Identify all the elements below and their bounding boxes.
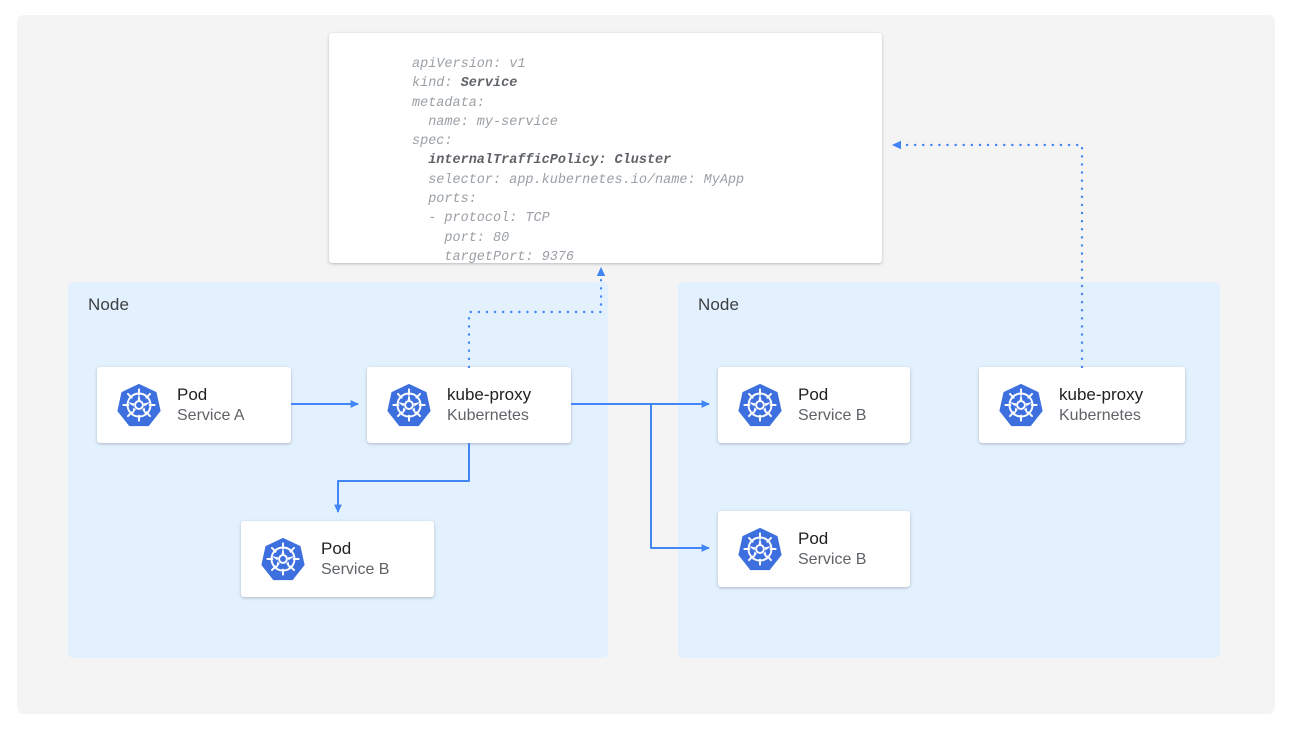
kubernetes-logo-icon <box>260 536 306 582</box>
card-title: Pod <box>798 528 829 548</box>
card-subtitle: Service B <box>321 560 390 578</box>
node-container-right: Node <box>678 282 1220 658</box>
yaml-line-port: port: 80 <box>412 230 510 246</box>
kubernetes-logo-icon <box>737 526 783 572</box>
yaml-line-internaltrafficpolicy: internalTrafficPolicy: Cluster <box>412 153 672 169</box>
card-text: Pod Service B <box>321 538 389 580</box>
service-manifest-panel: apiVersion: v1 kind: Service metadata: nam… <box>329 33 882 265</box>
yaml-line-selector: selector: app.kubernetes.io/name: MyApp <box>412 172 745 188</box>
yaml-line-name: name: my-service <box>412 114 558 130</box>
card-subtitle: Kubernetes <box>447 406 529 424</box>
yaml-line-kind: kind: Service <box>412 76 518 92</box>
yaml-line-metadata: metadata: <box>412 95 485 111</box>
card-kube-proxy-left[interactable]: kube-proxy Kubernetes <box>367 367 571 443</box>
kubernetes-logo-icon <box>386 382 432 428</box>
card-text: Pod Service A <box>177 384 245 426</box>
card-title: Pod <box>321 538 352 558</box>
card-title: Pod <box>798 384 829 404</box>
kubernetes-logo-icon <box>737 382 783 428</box>
card-text: Pod Service B <box>798 528 866 570</box>
card-pod-service-b-remote-1[interactable]: Pod Service B <box>718 367 910 443</box>
card-text: kube-proxy Kubernetes <box>1059 384 1143 426</box>
service-manifest-code: apiVersion: v1 kind: Service metadata: nam… <box>412 55 744 267</box>
card-subtitle: Service A <box>177 406 245 424</box>
kubernetes-logo-icon <box>116 382 162 428</box>
yaml-line-ports: ports: <box>412 192 477 208</box>
card-title: kube-proxy <box>1059 384 1144 404</box>
card-subtitle: Service B <box>798 406 867 424</box>
yaml-line-protocol: - protocol: TCP <box>412 211 550 227</box>
card-title: kube-proxy <box>447 384 532 404</box>
card-kube-proxy-right[interactable]: kube-proxy Kubernetes <box>979 367 1185 443</box>
node-label-left: Node <box>88 295 130 314</box>
card-pod-service-b-remote-2[interactable]: Pod Service B <box>718 511 910 587</box>
diagram-canvas: Node Node apiVersion: v1 kind: Service met… <box>17 15 1275 714</box>
card-pod-service-b-local[interactable]: Pod Service B <box>241 521 434 597</box>
card-pod-service-a[interactable]: Pod Service A <box>97 367 291 443</box>
yaml-line-spec: spec: <box>412 134 453 150</box>
card-text: kube-proxy Kubernetes <box>447 384 531 426</box>
card-subtitle: Kubernetes <box>1059 406 1141 424</box>
card-text: Pod Service B <box>798 384 866 426</box>
node-label-right: Node <box>698 295 740 314</box>
node-container-left: Node <box>68 282 608 658</box>
kubernetes-logo-icon <box>998 382 1044 428</box>
card-subtitle: Service B <box>798 550 867 568</box>
card-title: Pod <box>177 384 208 404</box>
yaml-line-targetport: targetPort: 9376 <box>412 249 575 265</box>
yaml-line-apiversion: apiVersion: v1 <box>412 57 526 72</box>
